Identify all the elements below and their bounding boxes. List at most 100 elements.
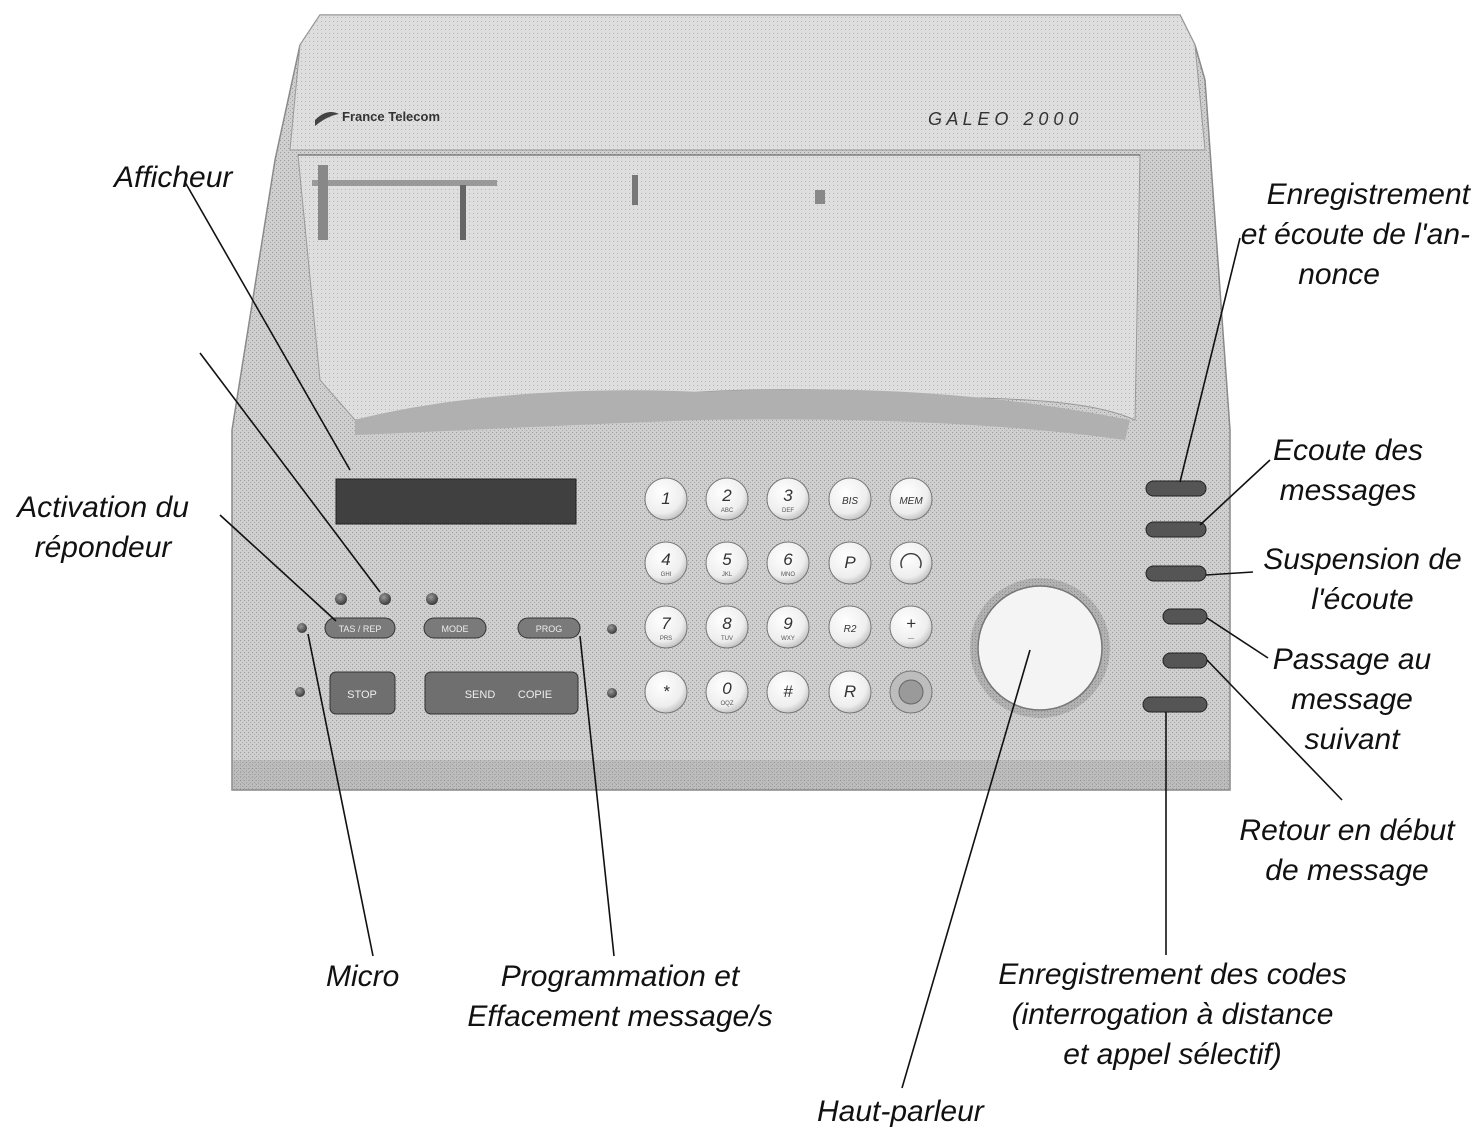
keypad-key[interactable]: BIS xyxy=(828,477,872,521)
keypad-key-label: 4 xyxy=(661,550,670,569)
keypad-key-label: 8 xyxy=(722,614,732,633)
label-enregistrement-codes: Enregistrement des codes (interrogation … xyxy=(975,955,1370,1075)
keypad-key[interactable]: R2 xyxy=(828,605,872,649)
keypad-key-face xyxy=(889,605,933,649)
answering-button[interactable]: TAS / REP xyxy=(324,617,396,639)
leader-activation xyxy=(219,514,337,622)
handsfree-icon xyxy=(900,552,922,569)
label-line: répondeur xyxy=(34,531,172,564)
keypad-key-face xyxy=(766,477,810,521)
label-line: Enregistrement des codes xyxy=(998,958,1347,991)
label-suspension: Suspension de l'écoute xyxy=(1250,540,1475,620)
keypad-key-label: 3 xyxy=(783,486,793,505)
leader-display-led xyxy=(199,352,381,593)
keypad-key-label: BIS xyxy=(842,496,858,507)
led xyxy=(297,623,307,633)
led xyxy=(607,688,617,698)
brand-logo-icon xyxy=(315,112,339,126)
label-line: Retour en début xyxy=(1239,814,1455,847)
label-line: et appel sélectif) xyxy=(1063,1038,1282,1071)
label-line: et écoute de l'an- xyxy=(1240,218,1470,251)
prog-button[interactable]: PROG xyxy=(517,617,581,639)
play-messages-button[interactable] xyxy=(1145,521,1207,538)
keypad-key[interactable]: * xyxy=(644,670,688,714)
keypad-key-face xyxy=(705,541,749,585)
led xyxy=(335,593,347,605)
stop-button-label: STOP xyxy=(347,689,377,701)
label-line: Ecoute des xyxy=(1272,434,1424,467)
keypad-key-label: 1 xyxy=(661,489,670,508)
label-haut-parleur: Haut-parleur xyxy=(817,1092,984,1132)
keypad-key-label: 6 xyxy=(783,550,793,569)
stop-button[interactable]: STOP xyxy=(329,671,396,715)
leader-passage xyxy=(1206,617,1269,659)
pause-button[interactable] xyxy=(1145,565,1207,582)
label-line: Passage au xyxy=(1272,643,1432,676)
keypad-key[interactable]: 1 xyxy=(644,477,688,521)
keypad-key-label: 0 xyxy=(722,679,732,698)
keypad-key-label: MEM xyxy=(899,496,923,507)
keypad-key[interactable] xyxy=(889,670,933,714)
keypad-key[interactable]: P xyxy=(828,541,872,585)
led xyxy=(607,624,617,634)
keypad-key[interactable]: R xyxy=(828,670,872,714)
announcement-button[interactable] xyxy=(1145,480,1207,497)
leader-haut-parleur xyxy=(901,649,1031,1089)
leader-annonce xyxy=(1179,237,1241,483)
speaker xyxy=(977,585,1103,711)
keypad-key-face xyxy=(889,477,933,521)
top-cover xyxy=(289,14,1206,151)
keypad-key-face xyxy=(889,541,933,585)
keypad-key-letters: TUV xyxy=(721,636,733,642)
mode-button-label: MODE xyxy=(442,624,469,634)
next-message-button[interactable] xyxy=(1162,608,1208,625)
keypad-key-face xyxy=(705,477,749,521)
handset-lip xyxy=(355,389,1130,440)
keypad-key[interactable] xyxy=(889,541,933,585)
keypad-key[interactable]: MEM xyxy=(889,477,933,521)
leader-programmation xyxy=(579,635,615,957)
keypad-key-label: 7 xyxy=(661,614,671,633)
label-retour: Retour en début de message xyxy=(1222,811,1472,891)
label-activation: Activation du répondeur xyxy=(8,488,198,568)
copy-button-label: COPIE xyxy=(518,689,552,701)
label-line: Suspension de xyxy=(1263,543,1462,576)
keypad-key-face xyxy=(644,477,688,521)
rewind-button[interactable] xyxy=(1162,652,1208,669)
keypad-key-letters: JKL xyxy=(722,572,733,578)
label-line: Effacement message/s xyxy=(467,1000,773,1033)
label-line: Activation du xyxy=(17,491,189,524)
keypad-key-face xyxy=(828,541,872,585)
keypad-key-face xyxy=(644,605,688,649)
keypad-key[interactable]: +— xyxy=(889,605,933,649)
codes-button[interactable] xyxy=(1142,696,1208,713)
keypad-key-letters: OQZ xyxy=(721,701,734,707)
leader-afficheur xyxy=(184,181,351,471)
label-enregistrement-annonce: Enregistrement et écoute de l'an- nonce xyxy=(1210,175,1470,295)
label-programmation: Programmation et Effacement message/s xyxy=(435,957,805,1037)
keypad-key-face xyxy=(644,670,688,714)
keypad-key[interactable]: # xyxy=(766,670,810,714)
label-afficheur: Afficheur xyxy=(114,158,232,198)
send-copy-button[interactable]: SEND COPIE xyxy=(424,671,579,715)
keypad-key-label: # xyxy=(783,682,793,701)
mode-button[interactable]: MODE xyxy=(423,617,487,639)
keypad-key-letters: ABC xyxy=(721,508,734,514)
leader-retour xyxy=(1206,659,1343,801)
keypad-key-letters: WXY xyxy=(781,636,795,642)
keypad-key-label: R2 xyxy=(844,624,857,635)
keypad-key-face xyxy=(705,670,749,714)
leader-ecoute xyxy=(1199,459,1271,526)
answering-button-label: TAS / REP xyxy=(339,624,382,634)
